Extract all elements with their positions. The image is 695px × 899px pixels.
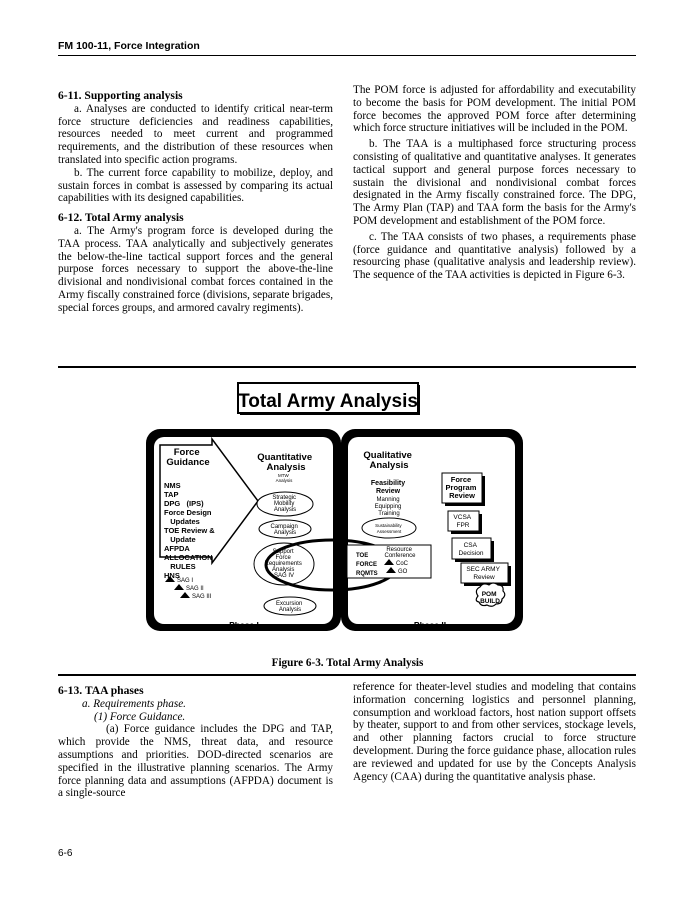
- bottom-left-column: 6-13. TAA phases a. Requirements phase. …: [58, 684, 333, 800]
- go-marker: [386, 567, 396, 573]
- pom-build-cloud: [475, 582, 506, 607]
- resource-conference: Resource Conference: [384, 547, 416, 559]
- figure-title: Total Army Analysis: [238, 391, 418, 412]
- mtw-analysis: MTW Analysis: [276, 473, 294, 483]
- section-6-12-heading: 6-12. Total Army analysis: [58, 211, 184, 225]
- afpda-para-continued: reference for theater-level studies and …: [353, 681, 637, 783]
- figure-bottom-rule: [58, 674, 636, 676]
- sustainability-assessment: Sustainability Assessment: [375, 523, 403, 534]
- qualitative-title: Qualitative Analysis: [363, 450, 414, 471]
- support-force-requirements-analysis: Support Force Requirements Analysis SAG …: [264, 549, 303, 579]
- force-guidance-title: Force Guidance: [166, 447, 209, 468]
- coc-marker: [384, 559, 394, 565]
- left-column: 6-11. Supporting analysis a. Analyses ar…: [58, 89, 333, 315]
- running-header: FM 100-11, Force Integration: [58, 40, 200, 52]
- toe-force-rqmts: TOE FORCE RQMTS: [356, 553, 379, 577]
- strategic-mobility-analysis: Strategic Mobility Analysis: [272, 495, 297, 513]
- sag-3-label: SAG III: [192, 594, 212, 600]
- sag-1-marker: [165, 576, 175, 582]
- sag-2-label: SAG II: [186, 586, 204, 592]
- header-rule: [58, 55, 636, 56]
- section-6-12-para-c: c. The TAA consists of two phases, a req…: [353, 230, 636, 282]
- phase-2-label: Phase II: [414, 620, 446, 630]
- csa-decision: CSA Decision: [459, 542, 484, 557]
- coc-label: CoC: [396, 561, 409, 567]
- excursion-analysis: Excursion Analysis: [276, 601, 304, 613]
- force-guidance-para: (a) Force guidance includes the DPG and …: [58, 723, 333, 800]
- sag-1-label: SAG I: [177, 578, 193, 584]
- section-6-11-heading: 6-11. Supporting analysis: [58, 89, 183, 102]
- force-program-review: Force Program Review: [446, 475, 479, 500]
- go-label: GO: [398, 569, 408, 575]
- sec-army-review: SEC ARMY Review: [466, 566, 501, 581]
- section-6-12-para-a: a. The Army's program force is developed…: [58, 224, 333, 314]
- phase-1-label: Phase I: [229, 620, 259, 630]
- campaign-analysis: Campaign Analysis: [270, 524, 299, 536]
- section-6-12-para-b: b. The TAA is a multiphased force struct…: [353, 138, 636, 227]
- pom-build: POM BUILD: [480, 591, 500, 605]
- bottom-right-column: reference for theater-level studies and …: [353, 681, 636, 783]
- vcsa-fpr: VCSA FPR: [453, 514, 472, 529]
- quantitative-title: Quantitative Analysis: [257, 452, 315, 473]
- right-column: The POM force is adjusted for affordabil…: [353, 84, 636, 282]
- sag-2-marker: [174, 584, 184, 590]
- figure-top-rule: [58, 366, 636, 368]
- feasibility-review: Feasibility Review Manning Equipping Tra…: [371, 480, 407, 517]
- section-6-13-heading: 6-13. TAA phases: [58, 684, 144, 697]
- section-6-11-para-b: b. The current force capability to mobil…: [58, 166, 333, 205]
- section-6-11-para-a: a. Analyses are conducted to identify cr…: [58, 102, 333, 166]
- page-number: 6-6: [58, 848, 73, 859]
- force-guidance-items: NMS TAP DPG (IPS) Force Design Updates T…: [0, 370, 225, 580]
- sag-3-marker: [180, 592, 190, 598]
- figure-caption: Figure 6-3. Total Army Analysis: [271, 657, 424, 669]
- force-guidance-heading: (1) Force Guidance.: [94, 710, 186, 723]
- pom-force-para: The POM force is adjusted for affordabil…: [353, 84, 636, 135]
- taa-diagram: Total Army Analysis Force Guidance NMS T…: [0, 370, 523, 631]
- requirements-phase-heading: a. Requirements phase.: [82, 697, 186, 710]
